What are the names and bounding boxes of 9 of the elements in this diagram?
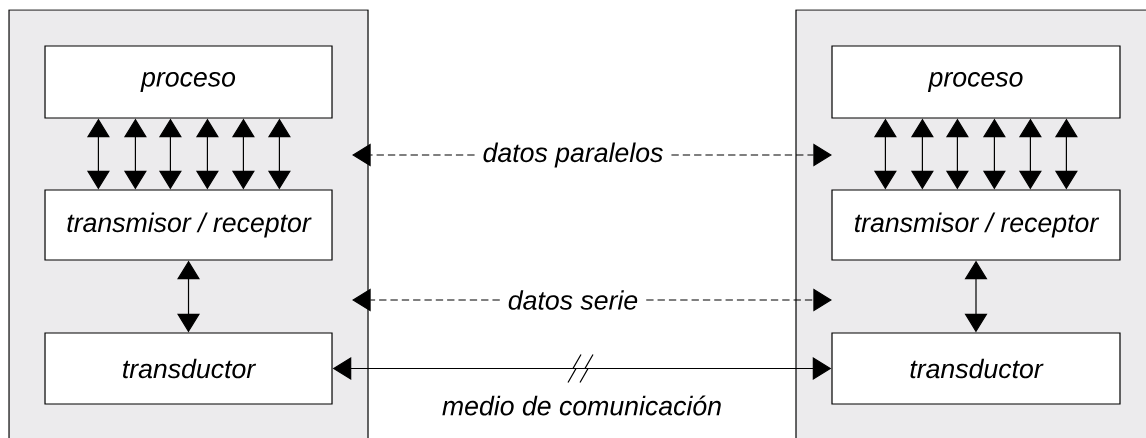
edge-label: medio de comunicación bbox=[442, 395, 721, 416]
block-box: proceso bbox=[44, 45, 333, 119]
block-box: transductor bbox=[831, 332, 1121, 405]
block-box: proceso bbox=[831, 45, 1121, 119]
signal-label: datos serie bbox=[508, 290, 638, 310]
block-box: transmisor / receptor bbox=[831, 189, 1121, 261]
block-box: transmisor / receptor bbox=[44, 189, 333, 261]
block-box: transductor bbox=[44, 332, 333, 405]
signal-label: datos paralelos bbox=[483, 142, 663, 168]
